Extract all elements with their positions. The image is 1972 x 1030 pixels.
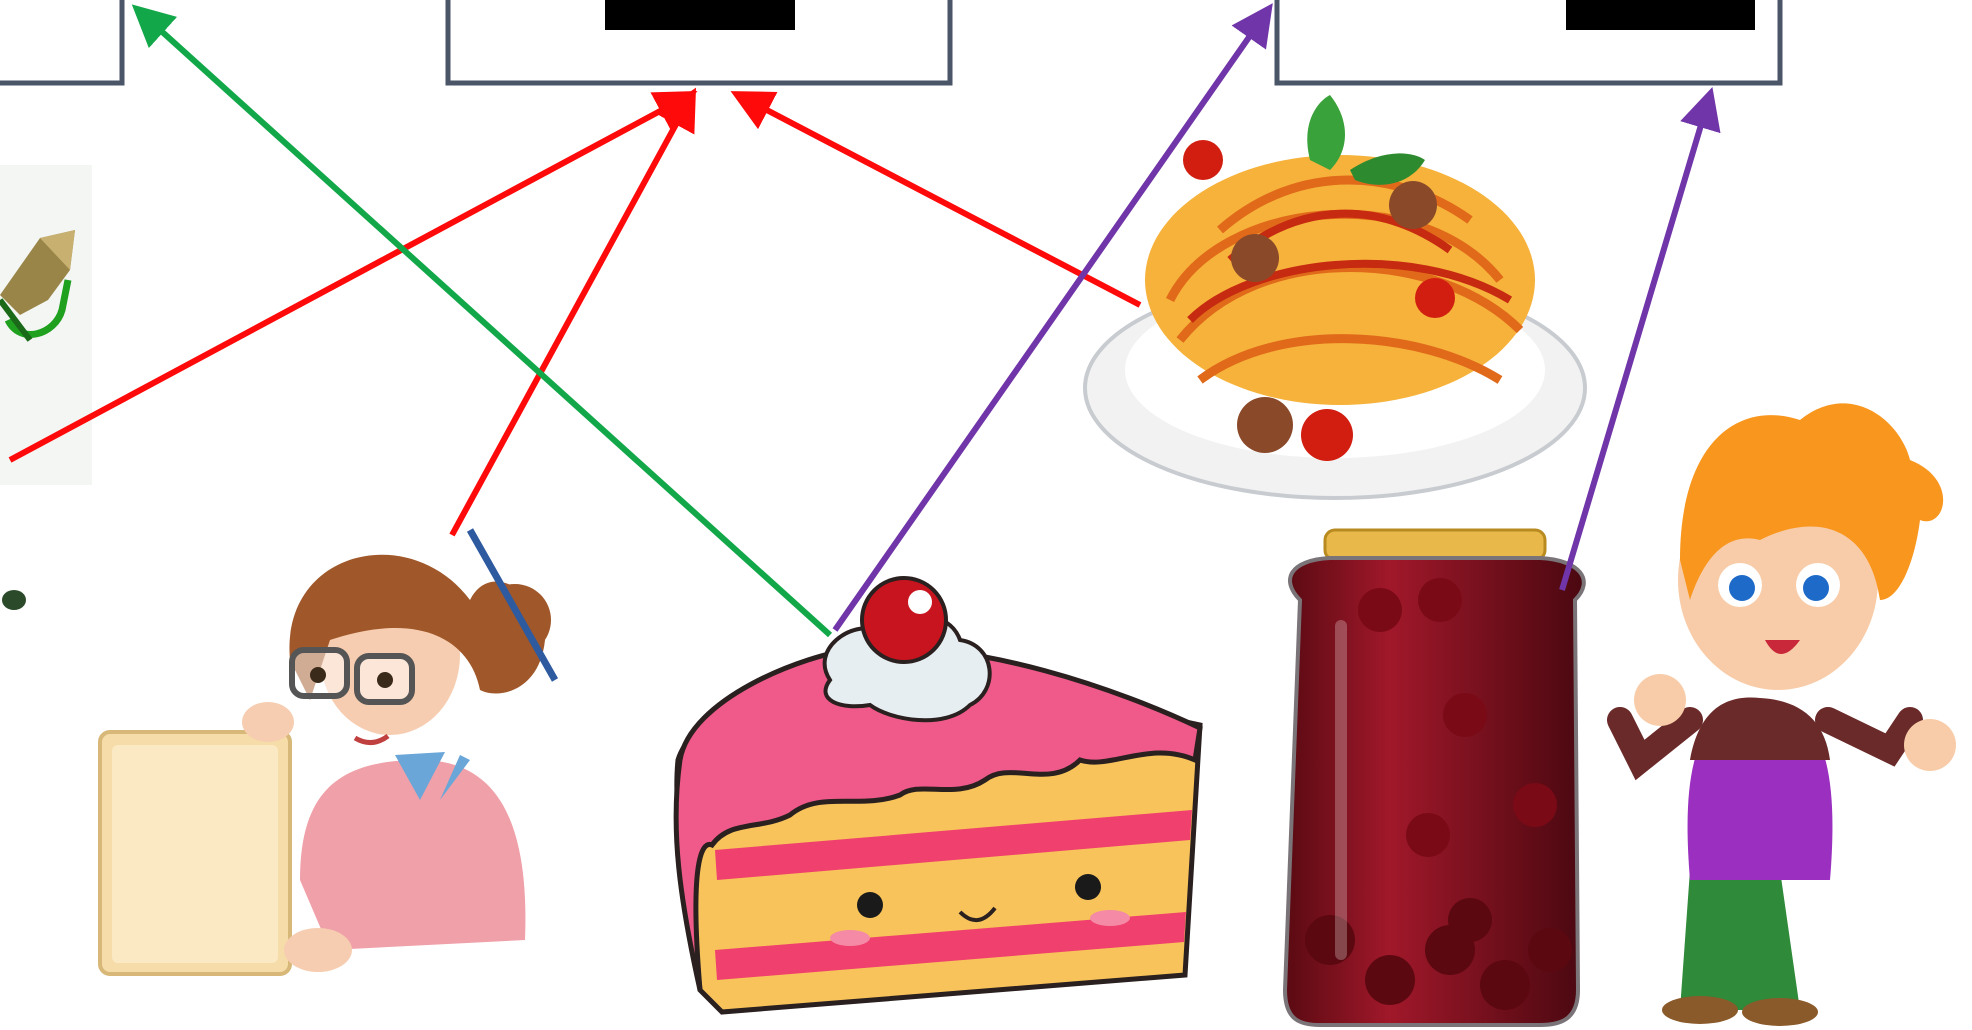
redaction-block (1566, 0, 1755, 30)
red-arrow-partial-object-to-box-center (8, 91, 698, 463)
redaction-block (605, 0, 795, 30)
red-arrow-spaghetti-to-box-center (730, 91, 1142, 308)
red-arrow-teacher-to-box-center (449, 87, 697, 537)
answer-box-right (1274, 0, 1783, 86)
answer-box-center (445, 0, 953, 86)
purple-arrow-jam-jar-to-box-right (1559, 86, 1721, 591)
girl-with-glasses-icon (98, 528, 559, 976)
green-handled-tool-icon (0, 165, 92, 610)
boy-icon (1607, 403, 1956, 1026)
spaghetti-plate-icon (1083, 95, 1587, 500)
cake-slice-icon (673, 576, 1203, 1015)
purple-arrow-cake-to-box-right (832, 3, 1273, 632)
green-arrow-cake-to-box-left (131, 4, 833, 638)
answer-box-left (0, 0, 125, 86)
jam-jar-icon (1282, 528, 1586, 1027)
